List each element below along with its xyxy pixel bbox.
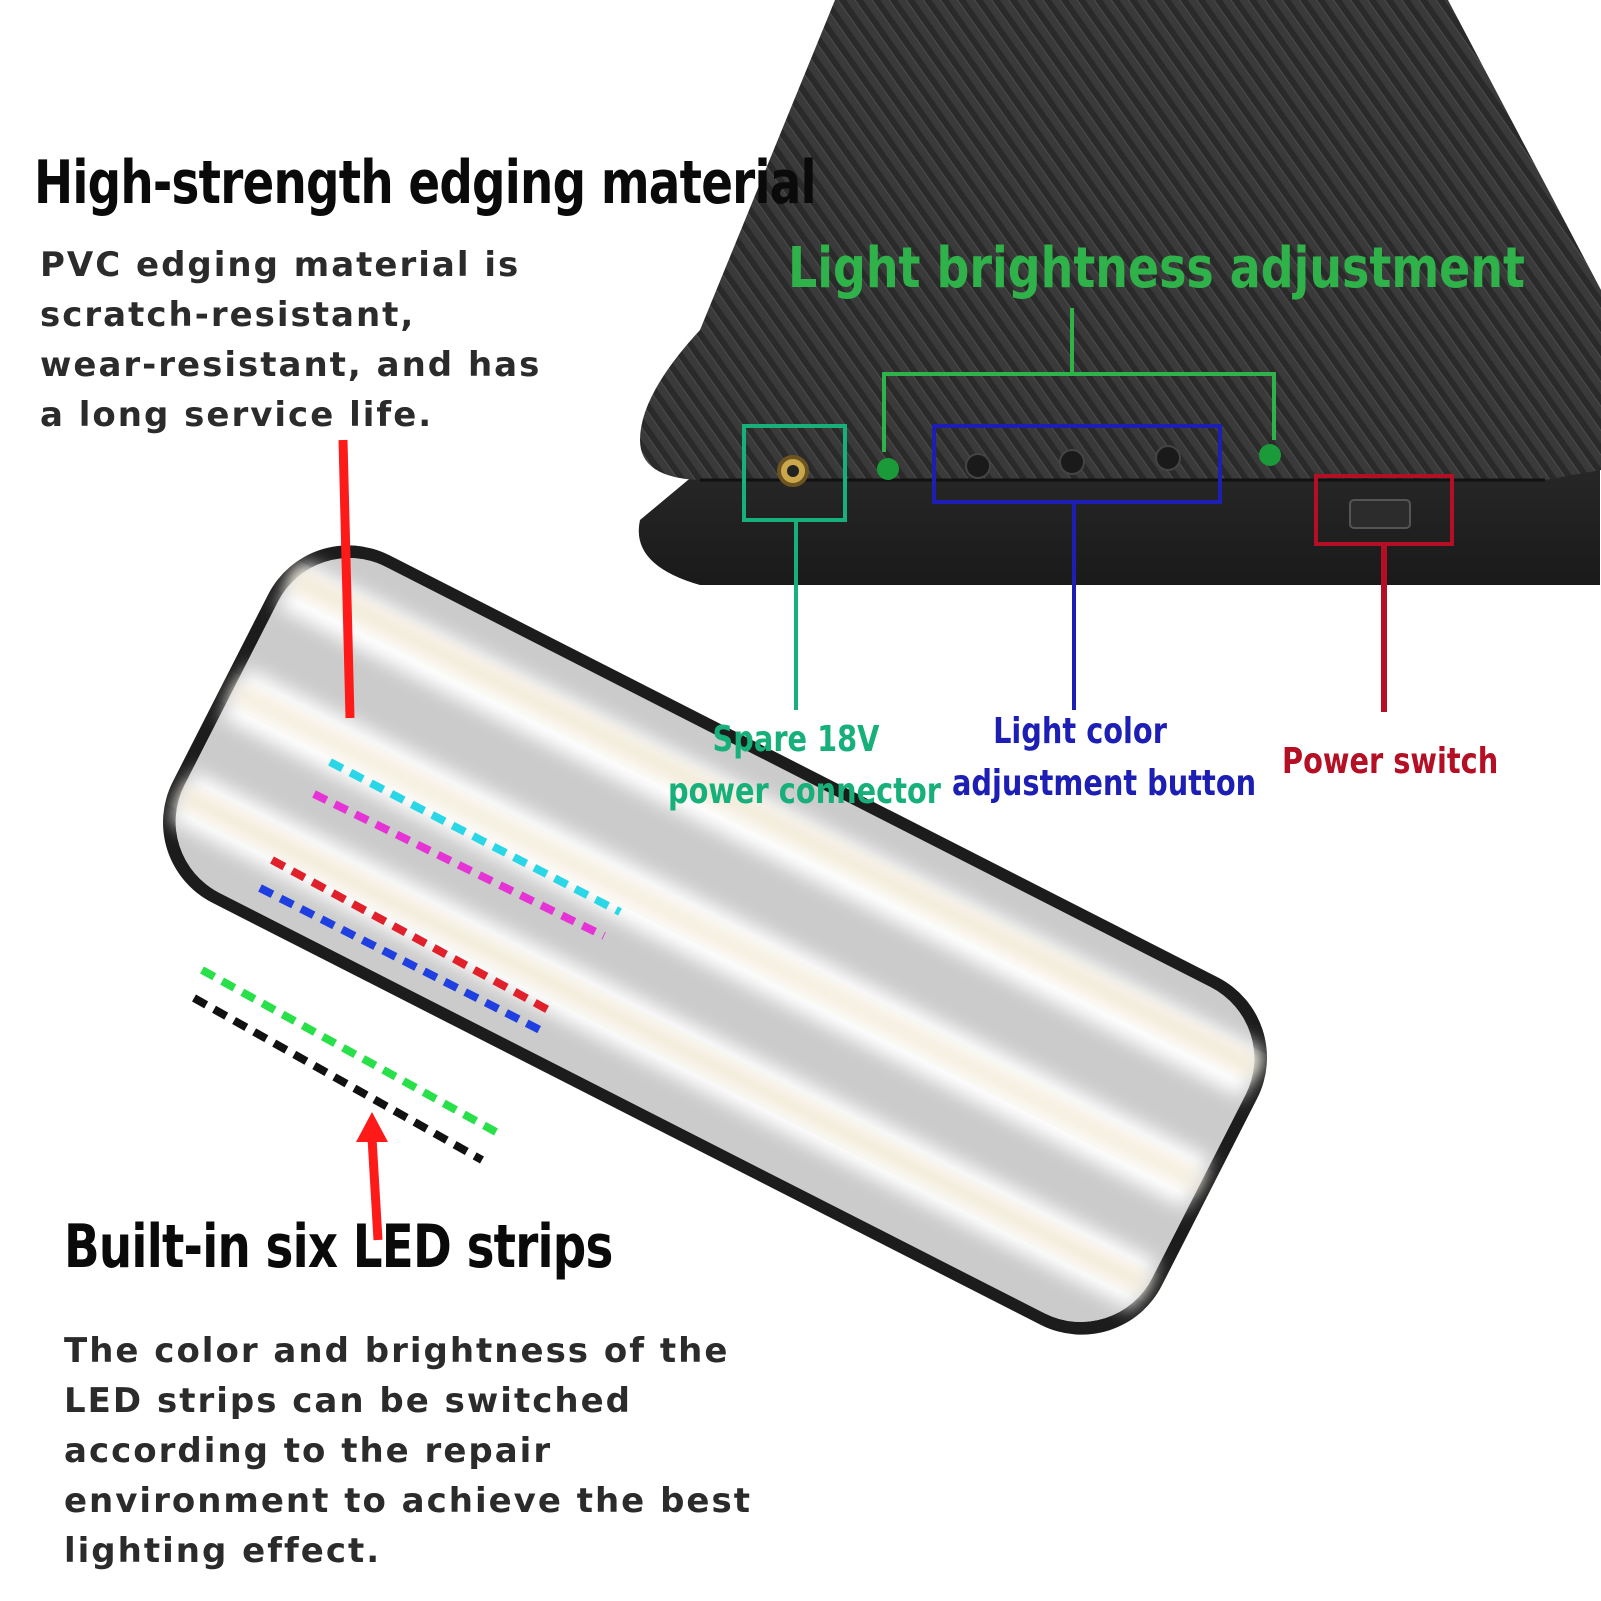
edging-line: PVC edging material is [40,245,521,285]
power-callout: Power switch [1282,736,1499,788]
led-line: according to the repair [64,1431,553,1471]
led-line: lighting effect. [64,1531,382,1571]
color-button-callout-line: adjustment button [952,763,1257,804]
connector-callout-line: power connector [668,771,941,812]
led-title: Built-in six LED strips [64,1212,613,1282]
brightness-led-left [877,458,899,480]
strip-red [270,856,554,1016]
strip-green [200,966,498,1136]
brightness-bracket [882,308,1276,452]
led-strip-markers [192,758,622,1164]
led-line: environment to achieve the best [64,1481,752,1521]
connector-callout-line: Spare 18V [712,719,880,760]
callout-lines [742,308,1454,712]
led-line: The color and brightness of the [64,1331,730,1371]
power-switch-rocker [1349,499,1411,529]
brightness-callout: Light brightness adjustment [788,236,1525,301]
color-button-callout: Light color adjustment button [952,706,1257,810]
power-callout-line: Power switch [1282,741,1499,782]
color-button-3 [1155,445,1181,471]
color-button-2 [1059,449,1085,475]
strip-cyan [328,758,622,916]
controller-top-carbon [640,0,1601,480]
led-panel [163,545,1267,1335]
led-line: LED strips can be switched [64,1381,632,1421]
strip-black [192,994,484,1164]
edging-line: wear-resistant, and has [40,345,542,385]
led-strip-pointer [356,1112,388,1241]
edging-line: scratch-resistant, [40,295,416,335]
strip-magenta [312,790,606,940]
color-button-callout-line: Light color [993,711,1167,752]
connector-callout: Spare 18V power connector [668,714,941,818]
led-description: The color and brightness of the LED stri… [64,1326,752,1576]
color-button-1 [965,453,991,479]
edging-description: PVC edging material is scratch-resistant… [40,240,541,440]
strip-blue [258,884,542,1034]
edging-line: a long service life. [40,395,434,435]
color-button-box [932,424,1222,504]
brightness-led-right [1259,444,1281,466]
edging-pointer [338,439,355,719]
edging-title: High-strength edging material [34,148,817,218]
